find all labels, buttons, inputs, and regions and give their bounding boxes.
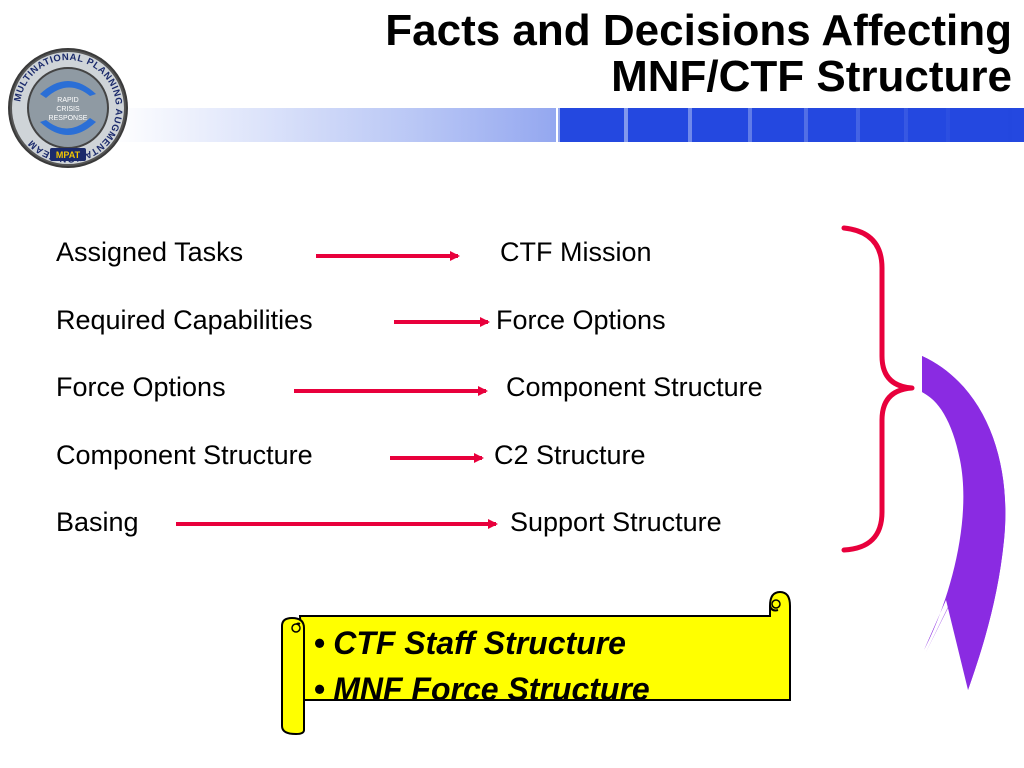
row-source-component-structure: Component Structure xyxy=(56,440,313,470)
logo-center-line-1: RAPID xyxy=(57,97,78,104)
row-source-assigned-tasks: Assigned Tasks xyxy=(56,237,244,267)
logo-center-line-2: CRISIS xyxy=(56,106,80,113)
row-source-basing: Basing xyxy=(56,507,139,537)
slide-title-line-2: MNF/CTF Structure xyxy=(611,52,1012,101)
scroll-item-ctf-staff-structure: CTF Staff Structure xyxy=(333,625,626,661)
scroll-item-mnf-force-structure: MNF Force Structure xyxy=(333,671,650,707)
logo-globe-arrow-icon xyxy=(40,118,96,135)
mpat-logo: MULTINATIONAL PLANNING AUGMENTATION TEAM… xyxy=(8,48,128,168)
scroll-text: •CTF Staff Structure •MNF Force Structur… xyxy=(314,620,650,712)
bullet: • xyxy=(314,625,326,661)
slide-title-line-1: Facts and Decisions Affecting xyxy=(385,6,1012,55)
scroll-item: •MNF Force Structure xyxy=(314,666,650,712)
row-target-ctf-mission: CTF Mission xyxy=(500,237,652,267)
row-target-component-structure: Component Structure xyxy=(506,372,763,402)
header-bar xyxy=(0,108,1024,144)
bullet: • xyxy=(314,671,326,707)
row-target-support-structure: Support Structure xyxy=(510,507,722,537)
right-brace xyxy=(841,225,915,553)
logo-globe-arrow-icon xyxy=(40,81,96,98)
header-blocks xyxy=(556,108,1024,144)
logo-badge: MPAT xyxy=(56,150,81,160)
scroll-item: •CTF Staff Structure xyxy=(314,620,650,666)
slide-title: Facts and Decisions Affecting MNF/CTF St… xyxy=(385,8,1012,100)
logo-center-line-3: RESPONSE xyxy=(49,115,88,122)
row-target-force-options: Force Options xyxy=(496,305,666,335)
row-source-required-capabilities: Required Capabilities xyxy=(56,305,313,335)
row-source-force-options: Force Options xyxy=(56,372,226,402)
scroll-banner xyxy=(281,590,791,736)
row-target-c2-structure: C2 Structure xyxy=(494,440,646,470)
